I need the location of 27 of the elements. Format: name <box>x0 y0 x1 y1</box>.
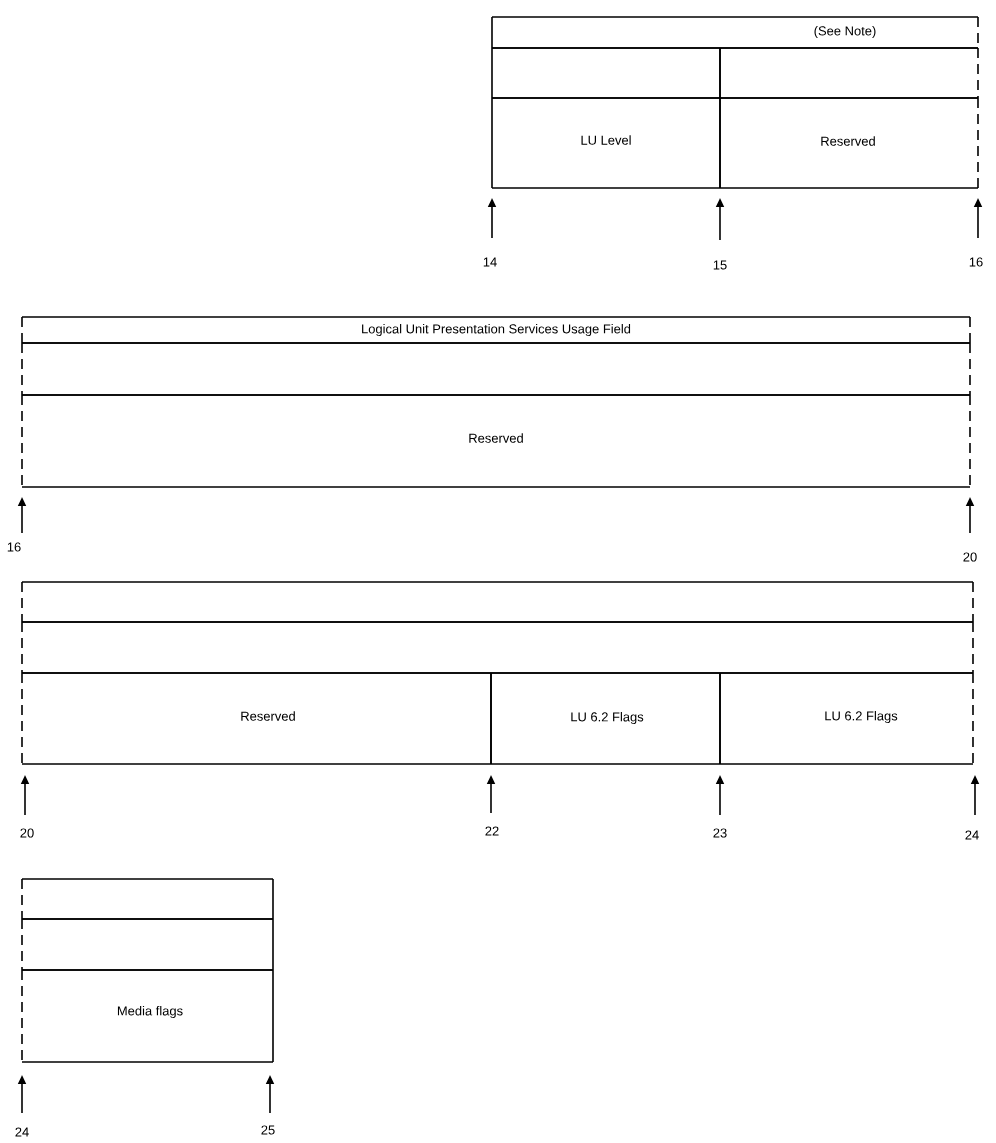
empty-cell <box>491 47 721 99</box>
offset-number: 25 <box>261 1125 275 1135</box>
field-cell: LU Level <box>491 97 721 189</box>
offset-number: 14 <box>483 257 497 267</box>
offset-number: 24 <box>15 1127 29 1137</box>
field-cell: Reserved <box>21 394 971 488</box>
offset-number: 22 <box>485 826 499 836</box>
field-cell: Reserved <box>719 97 979 189</box>
field-cell: Media flags <box>21 969 274 1063</box>
empty-cell <box>21 581 974 623</box>
offset-number: 23 <box>713 828 727 838</box>
empty-cell <box>21 621 974 674</box>
field-cell: (See Note) <box>491 16 979 49</box>
empty-cell <box>21 918 274 971</box>
offset-number: 20 <box>20 828 34 838</box>
empty-cell <box>21 342 971 396</box>
empty-cell <box>719 47 979 99</box>
empty-cell <box>21 878 274 920</box>
field-cell: Logical Unit Presentation Services Usage Field <box>21 316 971 344</box>
offset-number: 15 <box>713 260 727 270</box>
field-cell: LU 6.2 Flags <box>719 672 974 765</box>
offset-number: 20 <box>963 552 977 562</box>
field-cell: Reserved <box>21 672 492 765</box>
offset-number: 16 <box>7 542 21 552</box>
offset-number: 16 <box>969 257 983 267</box>
offset-number: 24 <box>965 830 979 840</box>
field-cell: LU 6.2 Flags <box>490 672 721 765</box>
